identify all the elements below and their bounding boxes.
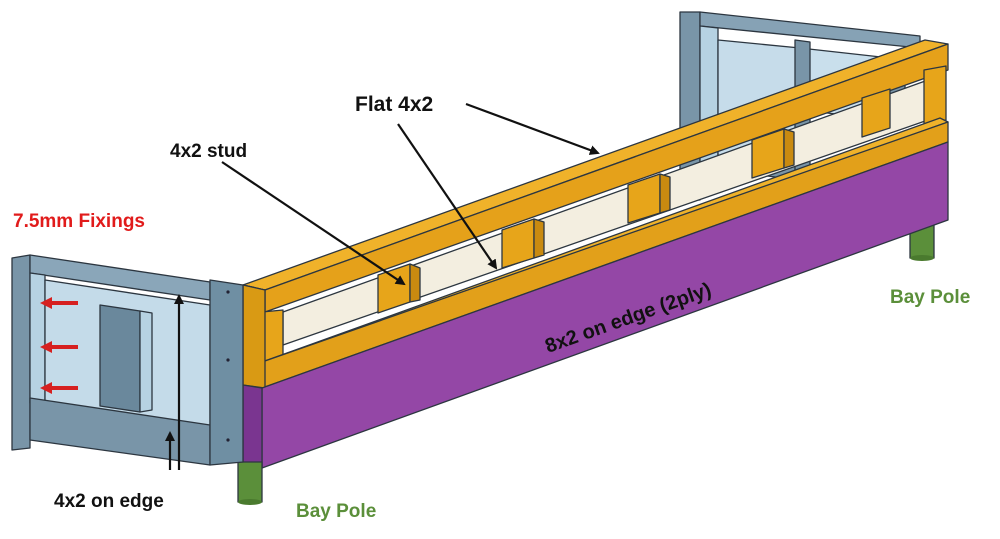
front-steel-frame [11, 254, 244, 466]
label-fixings: 7.5mm Fixings [13, 211, 145, 232]
label-flat: Flat 4x2 [355, 93, 433, 116]
fixing-arrows [40, 297, 78, 394]
callout-arrows [165, 102, 600, 470]
label-edge-joist: 4x2 on edge [54, 491, 164, 512]
corner-post [242, 284, 266, 389]
beam-8x2 [242, 141, 949, 469]
label-bay-pole-front: Bay Pole [296, 501, 376, 522]
label-stud: 4x2 stud [170, 141, 247, 162]
bay-pole-front [237, 461, 263, 505]
label-bay-pole-right: Bay Pole [890, 287, 970, 308]
studs [377, 65, 947, 314]
